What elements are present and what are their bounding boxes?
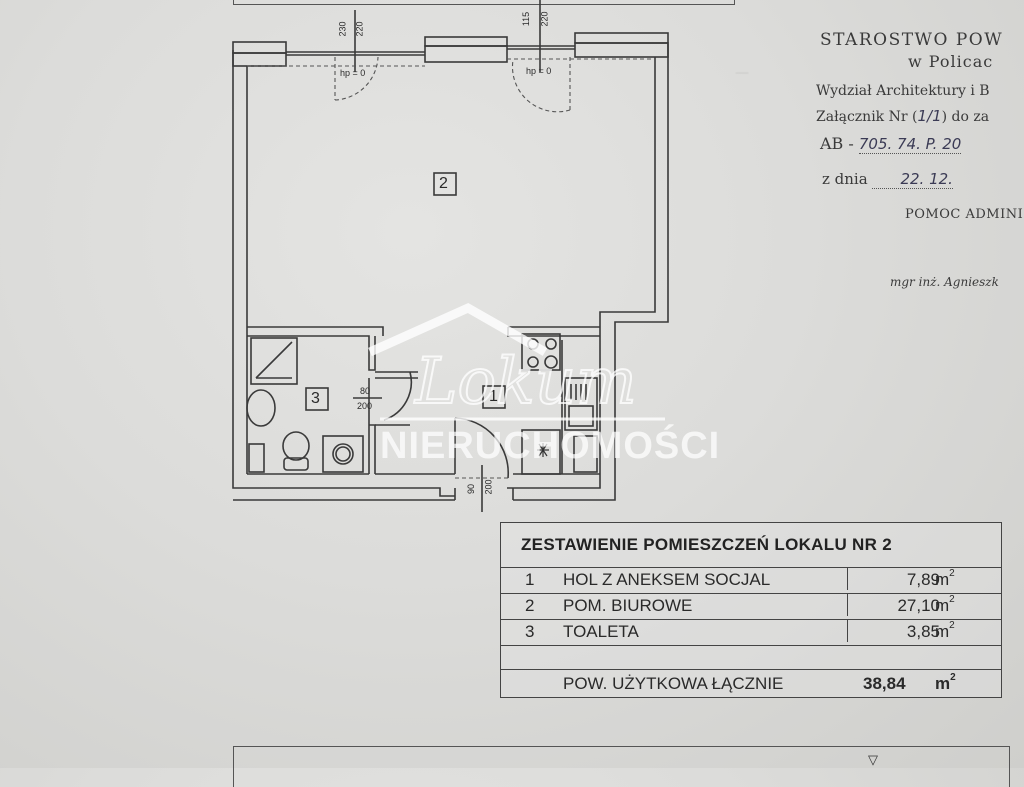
stamp-date: z dnia 22. 12. <box>822 170 953 189</box>
room-summary-table: ZESTAWIENIE POMIESZCZEŃ LOKALU NR 2 1 HO… <box>500 522 1002 698</box>
stamp-date-prefix: z dnia <box>822 170 873 188</box>
total-area: 38,84 <box>863 674 906 693</box>
stamp-attachment-prefix: Załącznik Nr ( <box>816 109 918 125</box>
window-right-hp: hp = 0 <box>526 66 552 76</box>
row-unit: m2 <box>935 568 955 589</box>
window-left-dim-bottom: 220 <box>354 21 365 37</box>
ghost-text: — <box>735 65 749 81</box>
window-left-hp: hp = 0 <box>340 68 366 78</box>
row-area: 7,89 <box>847 568 944 590</box>
stamp-role: POMOC ADMINI <box>905 207 1024 222</box>
row-number: 3 <box>525 622 535 641</box>
stamp-signatory: mgr inż. Agnieszk <box>890 275 999 289</box>
row-area: 27,10 <box>847 594 944 616</box>
floor-plan <box>232 0 669 512</box>
table-divider <box>501 645 1001 646</box>
room-1-label: 1 <box>489 388 498 405</box>
stamp-attachment-suffix: ) do za <box>941 109 990 125</box>
row-room-name: HOL Z ANEKSEM SOCJAL <box>563 570 771 589</box>
watermark-logo-script: Lokum <box>414 344 638 420</box>
table-row: 2 POM. BIUROWE 27,10 m2 <box>501 593 1001 618</box>
stamp-case-value: 705. 74. P. 20 <box>858 135 962 154</box>
door-entry-width: 90 <box>466 483 477 495</box>
window-right-dim-bottom: 220 <box>539 11 550 27</box>
room-3-label: 3 <box>311 390 320 407</box>
row-number: 1 <box>525 570 535 589</box>
row-room-name: TOALETA <box>563 622 639 641</box>
stamp-city: w Policac <box>908 52 994 71</box>
row-area: 3,85 <box>847 620 944 642</box>
stamp-case-prefix: AB - <box>820 134 859 153</box>
table-row: 1 HOL Z ANEKSEM SOCJAL 7,89 m2 <box>501 567 1001 592</box>
window-right-dim-top: 115 <box>521 11 532 27</box>
door-wc-width: 80 <box>360 386 371 396</box>
stamp-attachment-number: 1/1 <box>917 107 942 125</box>
row-room-name: POM. BIUROWE <box>563 596 693 615</box>
stamp-date-value: 22. 12. <box>872 170 953 189</box>
watermark-logo-text: NIERUCHOMOŚCI <box>380 425 721 467</box>
table-total-row: POW. UŻYTKOWA ŁĄCZNIE 38,84 m2 <box>501 669 1001 696</box>
total-label: POW. UŻYTKOWA ŁĄCZNIE <box>563 674 784 693</box>
total-unit: m2 <box>935 672 956 693</box>
row-unit: m2 <box>935 594 955 615</box>
table-title: ZESTAWIENIE POMIESZCZEŃ LOKALU NR 2 <box>521 535 892 554</box>
top-frame-border <box>233 0 735 5</box>
row-unit: m2 <box>935 620 955 641</box>
stamp-attachment: Załącznik Nr (1/1) do za <box>816 107 989 125</box>
window-left-dim-top: 230 <box>337 21 348 37</box>
stamp-office: STAROSTWO POW <box>820 30 1004 50</box>
door-wc-height: 200 <box>357 401 373 411</box>
room-2-label: 2 <box>439 175 448 192</box>
bottom-frame-border <box>233 746 1010 787</box>
level-marker-icon: ▽ <box>868 752 878 767</box>
row-number: 2 <box>525 596 535 615</box>
stamp-department: Wydział Architektury i B <box>816 83 990 99</box>
stamp-case-number: AB - 705. 74. P. 20 <box>820 134 962 154</box>
table-row: 3 TOALETA 3,85 m2 <box>501 619 1001 644</box>
door-entry-height: 200 <box>483 479 494 495</box>
